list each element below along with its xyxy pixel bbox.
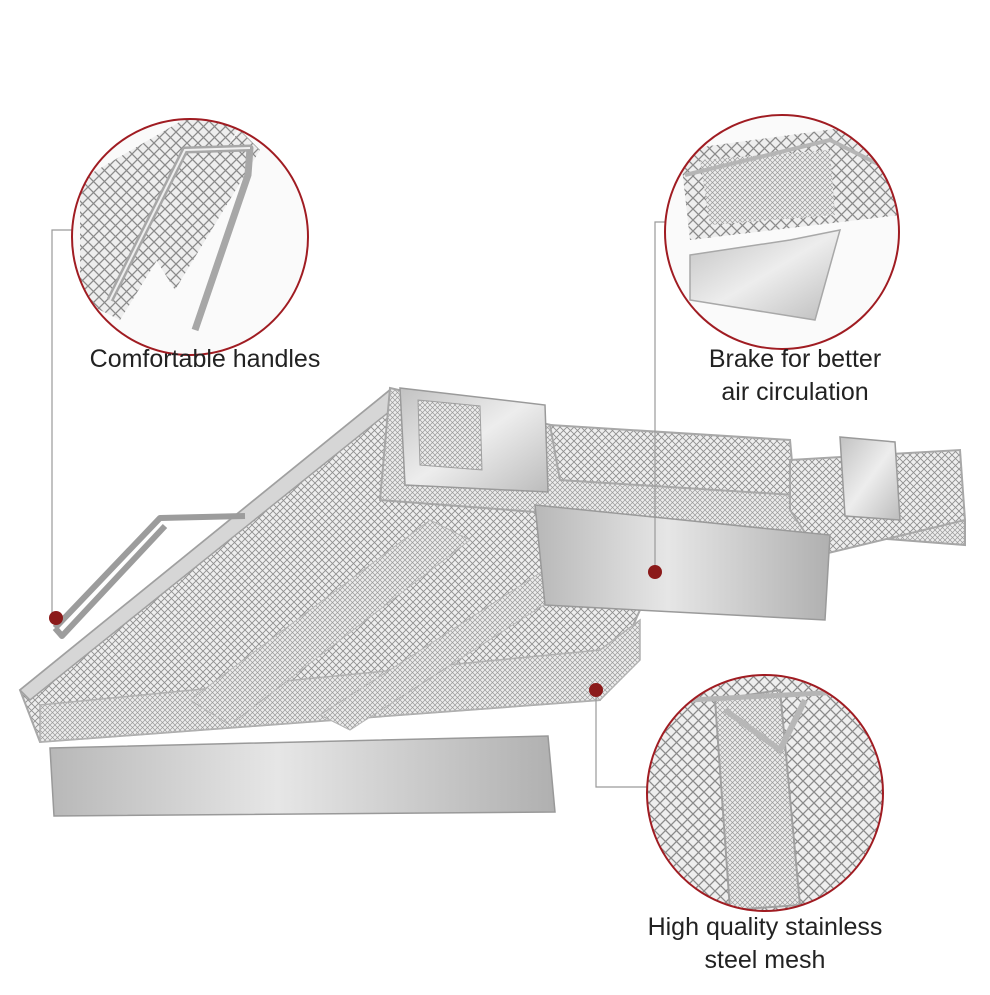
handles-caption: Comfortable handles: [60, 343, 350, 376]
brake-caption-line-2: air circulation: [721, 378, 869, 406]
handle-closeup-icon: [71, 118, 309, 356]
mesh-leader: [595, 690, 650, 788]
callout-dot-icon: [648, 565, 662, 579]
brake-caption-line-1: Brake for better: [708, 345, 882, 373]
callout-dot-icon: [49, 611, 63, 625]
bottom-brake-plate: [49, 735, 556, 817]
front-brake-plate: [534, 504, 831, 621]
mesh-closeup-icon: [646, 674, 884, 912]
mesh-caption: High quality stainless steel mesh: [600, 911, 930, 977]
brake-closeup-icon: [664, 114, 900, 350]
callout-dot-icon: [589, 683, 603, 697]
mesh-basket: [18, 386, 967, 817]
mesh-caption-line-1: High quality stainless: [647, 913, 883, 941]
right-brake-tab: [839, 436, 901, 521]
handle-wire: [52, 513, 246, 639]
mesh-caption-line-2: steel mesh: [704, 946, 826, 974]
brake-caption: Brake for better air circulation: [640, 343, 950, 409]
handles-caption-line-1: Comfortable handles: [89, 345, 321, 373]
handles-leader: [51, 229, 73, 618]
